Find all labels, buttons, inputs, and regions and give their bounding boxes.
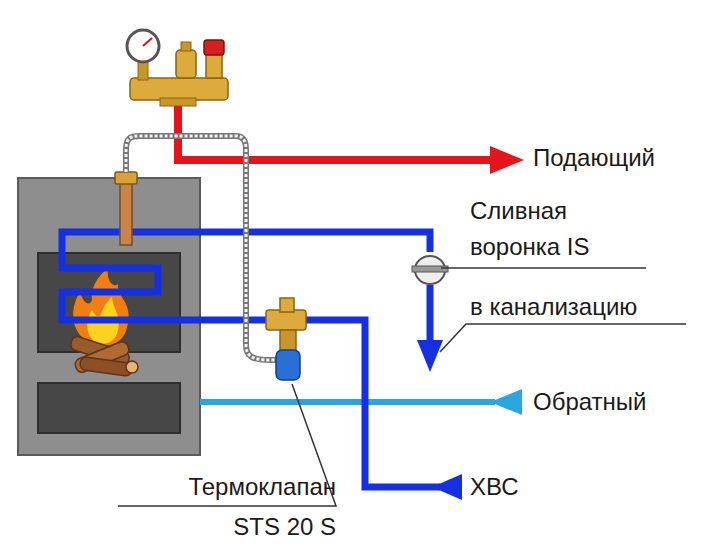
log (79, 356, 132, 376)
air-vent (176, 50, 196, 78)
supply-pipe (178, 100, 495, 160)
sensor-sleeve (120, 183, 132, 245)
return-pipe (200, 399, 495, 405)
funnel-flange (412, 266, 448, 272)
air-vent-cap (181, 42, 191, 51)
log-end (126, 361, 138, 373)
drain-funnel (412, 256, 448, 284)
manifold-base (160, 98, 196, 106)
valve-stem (280, 330, 296, 352)
capillary-tube (126, 136, 276, 360)
callout-label: Термоклапан STS 20 S (136, 467, 336, 547)
leader-line (441, 267, 646, 269)
logs (69, 335, 138, 376)
manifold-body (130, 78, 228, 100)
callout-label: Сливная воронка IS (470, 193, 620, 265)
valve-top (280, 298, 294, 312)
thermal-valve (266, 298, 306, 380)
pipe-label: Подающий (533, 143, 655, 173)
flame (73, 268, 129, 346)
pipe-label: Обратный (533, 387, 646, 417)
supply-arrowhead (490, 146, 524, 174)
safety-group (127, 30, 228, 106)
safety-valve (206, 54, 222, 78)
drain-pipe (427, 285, 434, 345)
callout-label: в канализацию (470, 292, 637, 322)
valve-sensor-head (276, 350, 300, 380)
ash-door (38, 383, 180, 433)
leader-line (440, 324, 686, 352)
return-arrowhead (490, 389, 522, 415)
gauge-needle (143, 38, 152, 46)
valve-body (266, 310, 306, 330)
cold-water-arrowhead (432, 474, 462, 500)
sensor-nut (115, 172, 137, 184)
drain-arrowhead (417, 340, 443, 372)
pressure-gauge (127, 30, 159, 62)
safety-valve-cap (204, 40, 224, 55)
gauge-stem (138, 62, 148, 80)
pipe-label: ХВС (470, 472, 519, 502)
capillary-braid (126, 136, 276, 360)
